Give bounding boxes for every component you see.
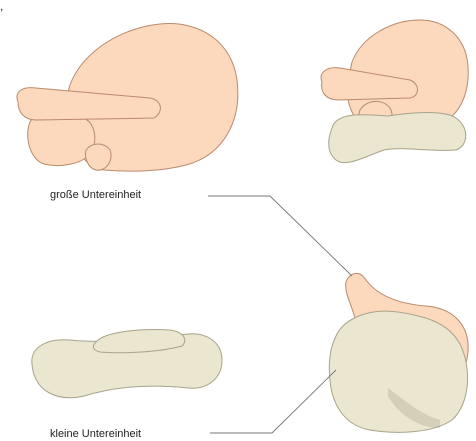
clipped-text-fragment: , — [0, 0, 3, 12]
small-subunit-label: kleine Untereinheit — [50, 428, 141, 441]
large-subunit-side-view — [17, 24, 238, 172]
ribosome-assembled-bottom — [329, 273, 468, 432]
small-subunit-leader-line — [210, 370, 336, 433]
large-subunit-label: große Untereinheit — [50, 189, 141, 202]
large-subunit-bottom-knob — [85, 144, 111, 170]
large-subunit-lower-lobe — [28, 114, 95, 166]
ribosome-assembled-top — [321, 20, 468, 163]
small-subunit-side-view — [32, 330, 222, 398]
assembled-bottom-small-subunit — [329, 311, 467, 432]
large-subunit-leader-line — [208, 196, 352, 276]
assembled-top-small-subunit — [329, 113, 466, 163]
